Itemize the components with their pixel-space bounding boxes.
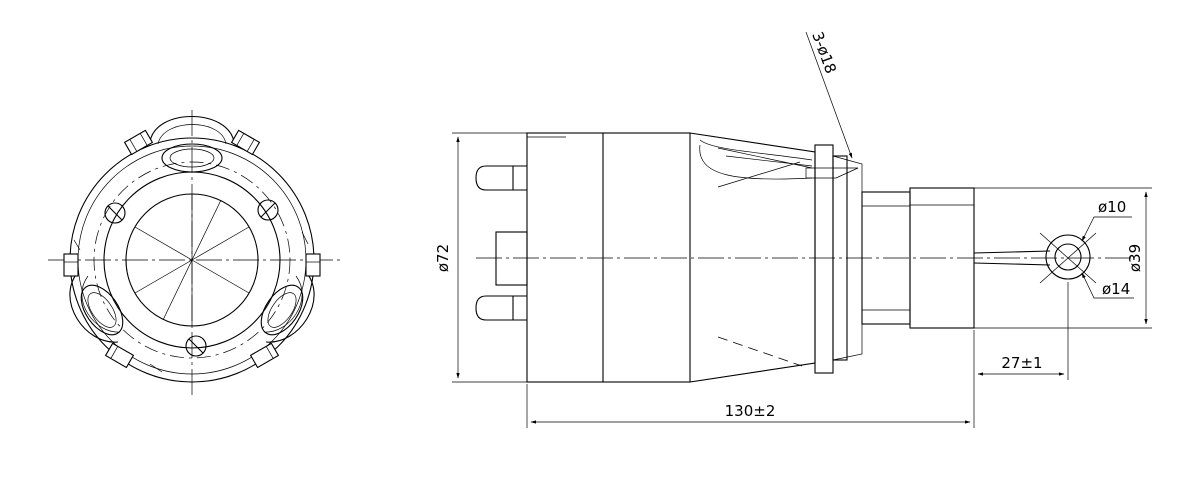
lobe-right bbox=[260, 271, 315, 343]
dim-overall-length: 130±2 bbox=[725, 402, 776, 420]
bore-radial-lines bbox=[134, 194, 250, 326]
side-view bbox=[475, 132, 1135, 383]
screw-upper-left bbox=[104, 202, 126, 224]
dim-ring-inner-diameter: ø10 bbox=[1098, 198, 1126, 216]
center-stub bbox=[495, 231, 528, 286]
dim-ring-length: 27±1 bbox=[1001, 354, 1042, 372]
dim-hole-callout: 3-ø18 bbox=[808, 29, 840, 76]
screw-upper-right bbox=[257, 199, 279, 221]
lobe-left bbox=[69, 271, 124, 343]
tabs bbox=[63, 129, 321, 373]
ring-terminal bbox=[973, 232, 1097, 284]
front-view bbox=[48, 110, 340, 395]
pin-upper bbox=[475, 165, 527, 191]
dim-flange-diameter: ø39 bbox=[1126, 244, 1144, 272]
main-body bbox=[526, 132, 691, 383]
flange-outer bbox=[814, 144, 834, 374]
dimension-lines bbox=[452, 31, 1152, 428]
end-cap bbox=[909, 187, 975, 329]
flange-ring bbox=[832, 155, 848, 361]
pin-lower bbox=[475, 295, 527, 321]
lobe-top bbox=[149, 115, 235, 173]
dim-body-diameter: ø72 bbox=[434, 244, 452, 272]
dim-ring-outer-diameter: ø14 bbox=[1102, 280, 1130, 298]
screw-bottom bbox=[185, 335, 207, 357]
dimension-labels: ø72 130±2 ø39 27±1 ø10 ø14 3-ø18 bbox=[434, 29, 1144, 420]
